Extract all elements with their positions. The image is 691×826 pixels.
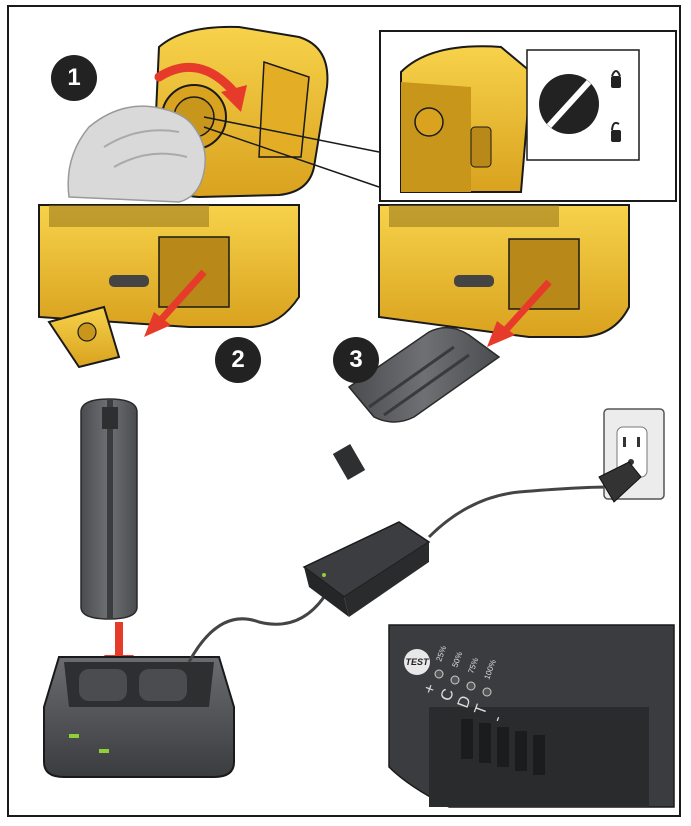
remove-door-arrow <box>156 269 207 325</box>
led-100 <box>482 687 492 697</box>
led-50 <box>450 675 460 685</box>
usb-port <box>109 275 149 287</box>
callout-line-b <box>203 126 380 188</box>
step-badge-3: 3 <box>333 337 379 383</box>
battery-bay <box>158 236 230 308</box>
callout-line-a <box>203 116 380 153</box>
charging-dock <box>43 656 235 778</box>
charger-panel: TEST 25% 50% 75% 100% + C D T - <box>388 624 675 808</box>
rotate-arrow <box>154 62 239 97</box>
rotate-arrow-head <box>221 85 247 112</box>
remove-battery-arrow-head <box>487 321 515 347</box>
led-25 <box>434 669 444 679</box>
power-adapter <box>302 521 431 617</box>
step3-meter-body <box>378 204 630 338</box>
symbol-c: C <box>438 687 458 704</box>
unlocked-icon <box>611 121 621 142</box>
mains-cable <box>427 485 610 539</box>
dock-cable <box>187 596 326 663</box>
dock-led-right <box>99 749 109 753</box>
symbol-d: D <box>455 694 475 711</box>
step-badge-1: 1 <box>51 55 97 101</box>
latch-door <box>47 305 121 369</box>
battery-removed <box>332 326 501 480</box>
test-label: TEST <box>405 657 430 667</box>
latch-detail-illustration <box>400 45 640 193</box>
symbol-minus: - <box>489 714 507 725</box>
locked-icon <box>611 70 621 88</box>
dock-led-left <box>69 734 79 738</box>
remove-door-arrow-head <box>144 312 171 337</box>
led-75 <box>466 681 476 691</box>
test-button <box>404 649 430 675</box>
remove-battery-arrow <box>501 279 552 335</box>
battery-upright <box>80 398 138 620</box>
latch-slot <box>546 79 592 129</box>
instruction-illustration: TEST 25% 50% 75% 100% + C D T - <box>38 25 675 808</box>
step-badge-2: 2 <box>215 337 261 383</box>
diagram-frame: TEST 25% 50% 75% 100% + C D T - <box>7 5 681 817</box>
latch-detail-callout <box>379 30 677 202</box>
hand <box>67 105 206 203</box>
wall-outlet <box>598 408 665 503</box>
step2-meter-body <box>38 204 300 328</box>
